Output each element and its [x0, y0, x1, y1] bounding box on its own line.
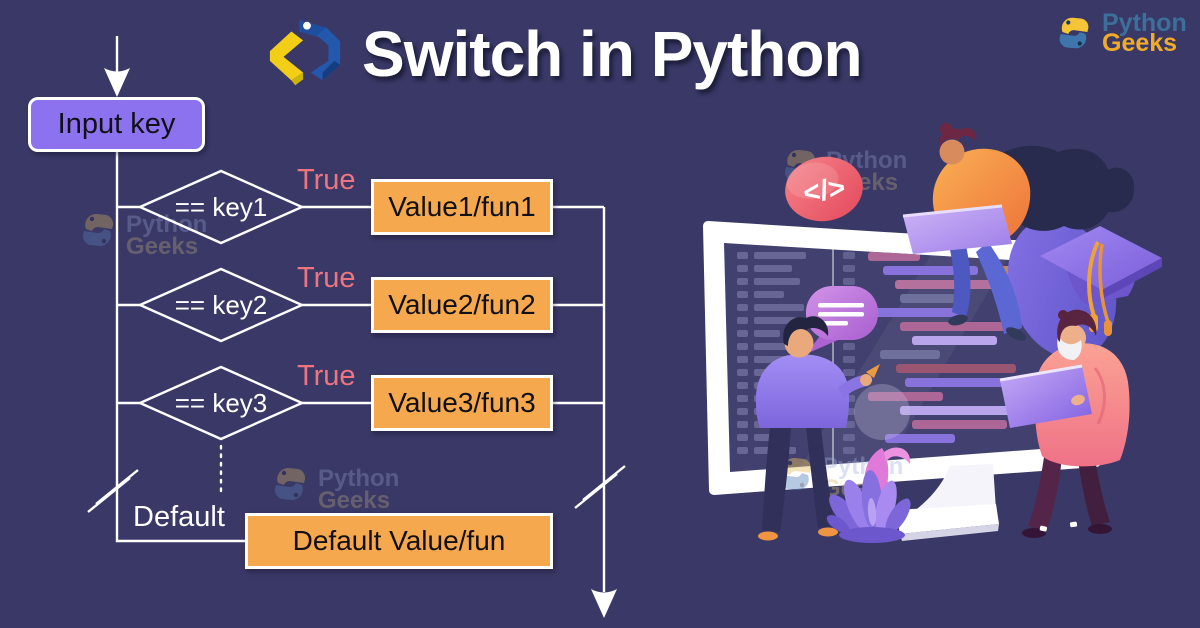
condition-label-2: == key2 — [174, 290, 268, 320]
plant — [826, 447, 911, 543]
colorful-code-bars — [868, 252, 1060, 443]
code-badge: </> — [785, 156, 863, 222]
svg-text:Geeks: Geeks — [318, 487, 390, 514]
shoe — [1022, 528, 1046, 538]
default-branch-label: Default — [133, 501, 225, 533]
hair-bun — [1058, 310, 1068, 320]
arm-crease — [1093, 367, 1106, 425]
condition-label-3: == key3 — [174, 388, 268, 418]
brand-pythongeeks: Python Geeks — [1053, 9, 1187, 57]
shoe — [758, 531, 778, 541]
result-node-2: Value2/fun2 — [371, 277, 553, 333]
torso-purple — [755, 354, 850, 428]
switch-logo-icon — [269, 19, 341, 86]
leg — [976, 242, 1022, 334]
shoe — [818, 527, 838, 537]
hair-bun — [940, 123, 952, 135]
left-rail — [115, 152, 245, 543]
head — [939, 139, 965, 165]
brand-name-python: Python — [1102, 9, 1187, 37]
pythongeeks-logo-icon — [1059, 17, 1089, 49]
arrowhead-bottom — [591, 589, 617, 618]
svg-text:Python: Python — [126, 211, 207, 238]
laptop-on-monitor — [903, 206, 1012, 254]
condition-label-1: == key1 — [174, 192, 268, 222]
watermark-pythongeeks-2: Python Geeks — [274, 465, 399, 514]
page-title: Switch in Python — [362, 18, 863, 90]
arrowhead-top — [104, 68, 130, 97]
beard — [1057, 336, 1082, 360]
hair — [783, 316, 829, 346]
raised-arm — [838, 375, 867, 398]
branch-label-2: True — [297, 262, 356, 294]
leg — [762, 427, 791, 532]
head — [784, 328, 814, 358]
tassel-cord — [1087, 241, 1100, 317]
held-item — [866, 364, 880, 378]
person-standing-left — [755, 316, 880, 541]
watermark-pythongeeks-1: Python Geeks — [82, 211, 207, 260]
person-standing-right — [999, 309, 1130, 538]
default-result-node: Default Value/fun — [245, 513, 553, 569]
result-node-1: Value1/fun1 — [371, 179, 553, 235]
branch-label-3: True — [297, 360, 356, 392]
code-badge-text: </> — [801, 172, 847, 210]
svg-text:Python: Python — [318, 465, 399, 492]
leg-back — [950, 246, 971, 318]
monitor — [703, 217, 1117, 495]
result-node-3: Value3/fun3 — [371, 375, 553, 431]
leg — [1028, 442, 1062, 532]
hand — [860, 374, 872, 386]
branch-label-1: True — [297, 164, 356, 196]
header: Switch in Python — [262, 14, 863, 94]
laptop-held — [1000, 366, 1092, 428]
leg — [806, 427, 834, 528]
monitor-stand — [895, 464, 999, 541]
input-key-node: Input key — [28, 97, 205, 152]
hand — [1071, 394, 1085, 406]
shoe — [1088, 524, 1112, 534]
brand-name-geeks: Geeks — [1102, 29, 1178, 57]
svg-text:Geeks: Geeks — [126, 233, 198, 260]
tassel-cord2 — [1098, 243, 1110, 323]
person-sitting-on-monitor — [902, 123, 1135, 341]
